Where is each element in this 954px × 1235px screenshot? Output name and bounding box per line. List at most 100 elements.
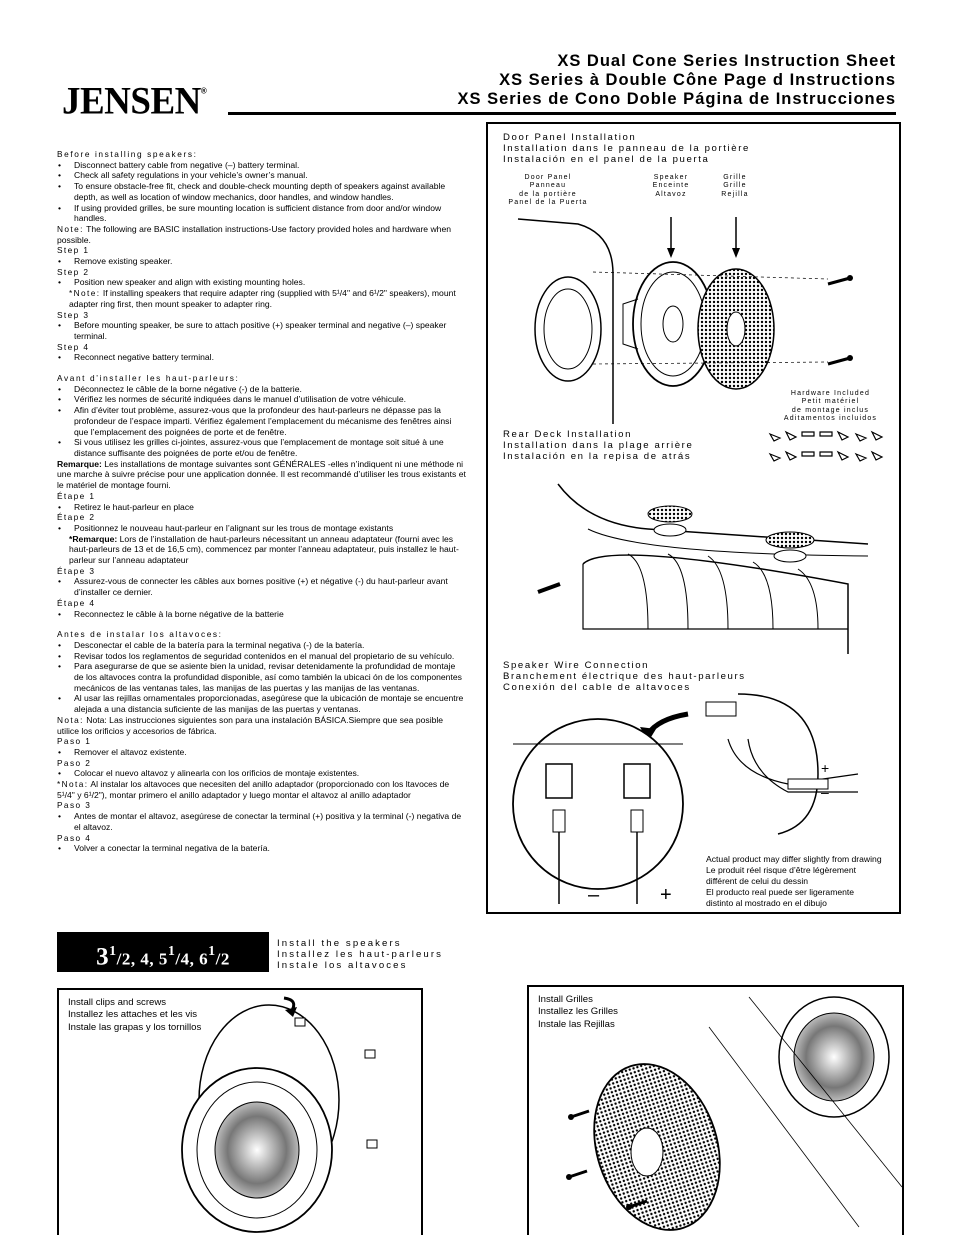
step-label: Paso 2 bbox=[57, 757, 92, 768]
label-line: Grille bbox=[723, 174, 747, 181]
disclaimer: Actual product may differ slightly from … bbox=[706, 854, 906, 909]
grille-label: Grille Grille Rejilla bbox=[710, 174, 760, 199]
english-bullet: To ensure obstacle-free fit, check and d… bbox=[57, 181, 467, 202]
step-label: Étape 3 bbox=[57, 565, 96, 576]
grille-center bbox=[726, 311, 746, 347]
english-bullet: Check all safety regulations in your veh… bbox=[57, 170, 467, 181]
label-line: Door Panel bbox=[524, 174, 572, 181]
note-text: Lors de l’installation de haut-parleurs … bbox=[69, 533, 459, 566]
negative-terminal bbox=[545, 763, 573, 799]
size-part: 3 bbox=[96, 943, 110, 971]
spanish-bullet: Revisar todos los reglamentos de segurid… bbox=[57, 651, 467, 662]
french-bullet: Si vous utilisez les grilles ci-jointes,… bbox=[57, 437, 467, 458]
wiring-drawing bbox=[512, 693, 859, 904]
spanish-bullet: Desconectar el cable de la batería para … bbox=[57, 640, 467, 651]
adapter-ring bbox=[534, 276, 602, 382]
rear-deck-drawing bbox=[537, 483, 869, 654]
label-line: Rejilla bbox=[721, 190, 749, 198]
registered-mark: ® bbox=[200, 85, 207, 96]
step-label: Étape 2 bbox=[57, 512, 96, 523]
terminal-minus-sign: – bbox=[588, 884, 600, 906]
step-text: Position new speaker and align with exis… bbox=[57, 277, 467, 288]
heading-en: Rear Deck Installation bbox=[503, 429, 633, 440]
terminal-plus-sign: + bbox=[660, 884, 672, 906]
remark-text: Les installations de montage suivantes s… bbox=[57, 458, 466, 491]
step-label: Étape 1 bbox=[57, 490, 96, 501]
step-label: Paso 4 bbox=[57, 832, 92, 843]
disclaimer-line: distinto al mostrado en el dibujo bbox=[706, 898, 827, 908]
instructions-column: Before installing speakers: Disconnect b… bbox=[57, 149, 467, 854]
screw-icon bbox=[568, 1109, 590, 1120]
step-text: Positionnez le nouveau haut-parleur en l… bbox=[57, 523, 467, 534]
size-part: /2 bbox=[215, 949, 230, 969]
spanish-heading: Antes de instalar los altavoces: bbox=[57, 629, 223, 640]
speaker-magnet bbox=[622, 298, 639, 350]
clip-icon bbox=[366, 1139, 378, 1149]
spanish-bullet: Para asegurarse de que se asiente bien l… bbox=[57, 661, 467, 693]
heading-fr: Installez les haut-parleurs bbox=[277, 949, 444, 960]
step-text: Reconnect negative battery terminal. bbox=[57, 352, 467, 363]
label-line: Grille bbox=[723, 182, 747, 190]
screw-icon bbox=[626, 1199, 648, 1210]
label-line: Speaker bbox=[653, 174, 689, 181]
install-speakers-heading: Install the speakers Installez les haut-… bbox=[277, 938, 443, 971]
header-rule bbox=[228, 112, 896, 115]
caption-line: Install clips and screws bbox=[68, 997, 167, 1008]
hardware-label: Hardware Included Petit matériel de mont… bbox=[773, 390, 888, 423]
heading-es: Conexión del cable de altavoces bbox=[503, 682, 691, 693]
step-text: Remover el altavoz existente. bbox=[57, 747, 467, 758]
caption-line: Installez les attaches et les vis bbox=[68, 1009, 198, 1021]
remark-label: Remarque: bbox=[57, 458, 102, 469]
step-note: *Note: If installing speakers that requi… bbox=[57, 288, 467, 309]
step-label: Étape 4 bbox=[57, 597, 96, 608]
clips-caption: Install clips and screws Installez les a… bbox=[68, 997, 201, 1034]
door-panel-label: Door Panel Panneau de la portière Panel … bbox=[503, 174, 593, 207]
step-text: Volver a conectar la terminal negativa d… bbox=[57, 843, 467, 854]
english-note: Note: The following are BASIC installati… bbox=[57, 224, 467, 245]
clip-icon bbox=[294, 1017, 306, 1027]
label-line: Petit matériel bbox=[801, 398, 860, 406]
install-clips-box: Install clips and screws Installez les a… bbox=[57, 988, 423, 1235]
step-label: Paso 3 bbox=[57, 800, 92, 811]
heading-en: Door Panel Installation bbox=[503, 132, 637, 143]
note-label: *Note: bbox=[69, 288, 101, 299]
grilles-caption: Install Grilles Installez les Grilles In… bbox=[538, 994, 618, 1031]
english-bullet: If using provided grilles, be sure mount… bbox=[57, 203, 467, 224]
step-label: Step 3 bbox=[57, 309, 90, 320]
french-bullet: Déconnectez le câble de la borne négativ… bbox=[57, 384, 467, 395]
deck-grille-left bbox=[647, 505, 693, 523]
disclaimer-line: Le produit réel risque d’être légèrement bbox=[706, 865, 857, 875]
speaker-clips-drawing bbox=[181, 996, 378, 1233]
heading-fr: Installation dans la plage arrière bbox=[503, 440, 694, 451]
step-text: Antes de montar el altavoz, asegúrese de… bbox=[57, 811, 467, 832]
install-grilles-box: Install Grilles Installez les Grilles In… bbox=[527, 985, 904, 1235]
note-label: *Remarque: bbox=[69, 533, 118, 544]
size-part: 1 bbox=[208, 944, 216, 959]
screw-icon bbox=[827, 355, 853, 366]
french-remark: Remarque: Les installations de montage s… bbox=[57, 459, 467, 491]
note-text: Nota: Las instrucciones siguientes son p… bbox=[57, 714, 444, 736]
installation-diagram-box: Door Panel Installation Installation dan… bbox=[486, 122, 901, 914]
inline-connector bbox=[787, 778, 829, 790]
speaker-arrow-head bbox=[667, 248, 675, 258]
note-label: Note: bbox=[57, 223, 84, 234]
english-bullet: Disconnect battery cable from negative (… bbox=[57, 160, 467, 171]
disclaimer-line: El producto real puede ser ligeramente bbox=[706, 887, 855, 897]
step-label: Paso 1 bbox=[57, 736, 92, 747]
hardware-clips-icon bbox=[768, 430, 884, 462]
deck-grille-right bbox=[765, 531, 815, 549]
label-line: Enceinte bbox=[652, 182, 690, 190]
label-line: Panel de la Puerta bbox=[508, 198, 588, 206]
heading-es: Instalación en el panel de la puerta bbox=[503, 154, 710, 165]
french-bullet: Vérifiez les normes de sécurité indiquée… bbox=[57, 394, 467, 405]
clip-icon bbox=[364, 1049, 376, 1059]
step-text: Reconnectez le câble à la borne négative… bbox=[57, 609, 467, 620]
heading-en: Install the speakers bbox=[277, 938, 402, 949]
step-text: Remove existing speaker. bbox=[57, 256, 467, 267]
deck-speaker-right bbox=[773, 549, 807, 563]
step-text: Assurez-vous de connecter les câbles aux… bbox=[57, 576, 467, 597]
jensen-logo: JENSEN® bbox=[62, 79, 207, 124]
wire-minus-sign: – bbox=[821, 784, 829, 800]
grille-install-drawing bbox=[566, 996, 902, 1231]
title-french: XS Series à Double Cône Page d Instructi… bbox=[499, 71, 896, 89]
